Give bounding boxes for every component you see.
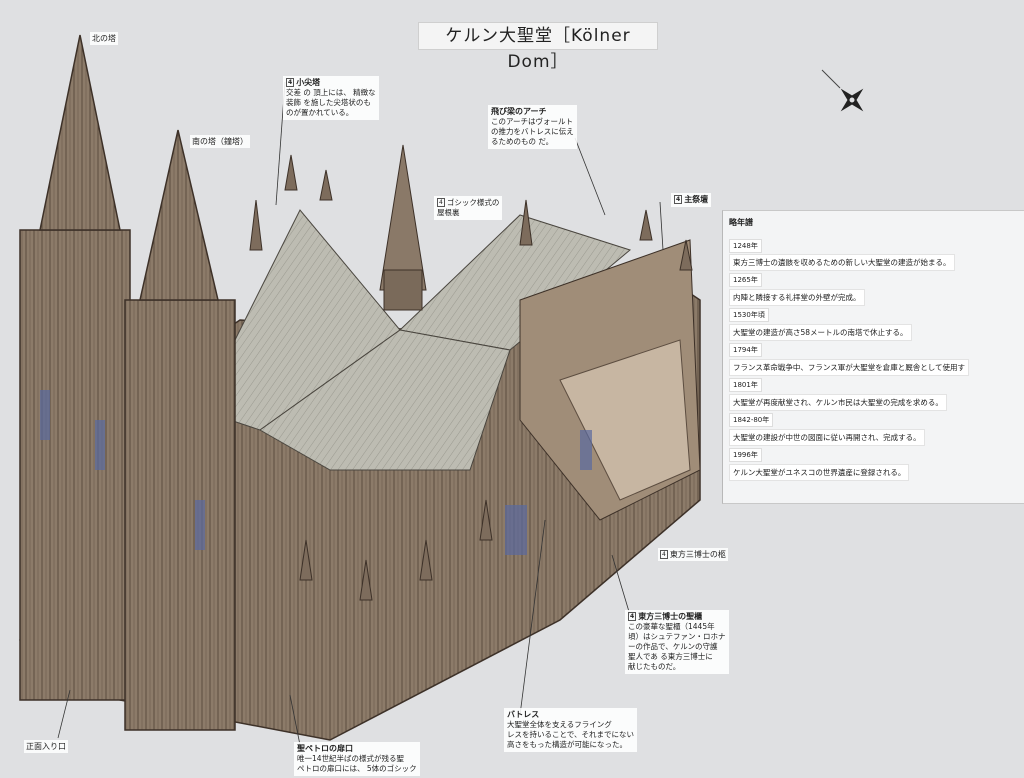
buttress-line-1: 大聖堂全体を支えるフライング <box>507 720 612 729</box>
timeline-year: 1842-80年 <box>729 413 774 427</box>
st-peter-portal-callout: 聖ペトロの扉口 唯一14世紀半ばの様式が残る聖 ペトロの扉口には、 5体のゴシッ… <box>294 742 420 776</box>
leader-lines <box>57 81 664 746</box>
badge: 4 <box>628 612 637 621</box>
south-tower <box>124 129 236 731</box>
st-peter-portal-head: 聖ペトロの扉口 <box>297 744 353 753</box>
buttress-line-2: レスを持いることで、それまでにない <box>507 730 634 739</box>
badge: 4 <box>286 78 295 87</box>
choir-interior-floor <box>559 339 691 501</box>
timeline-text: 東方三博士の遺骸を収めるための新しい大聖堂の建造が始まる。 <box>729 254 955 271</box>
st-peter-portal-line-1: 唯一14世紀半ばの様式が残る聖 <box>297 754 405 763</box>
stained-glass-windows <box>40 390 592 555</box>
buttress-callout: バトレス 大聖堂全体を支えるフライング レスを持いることで、それまでにない 高さ… <box>504 708 637 752</box>
reliquary-line-2: 頃）はシュテファン・ロホナ <box>628 632 726 641</box>
page-title: ケルン大聖堂［Kölner Dom］ <box>418 22 658 72</box>
timeline-year: 1801年 <box>729 378 762 392</box>
timeline-year: 1265年 <box>729 273 762 287</box>
badge: 4 <box>674 195 683 204</box>
reliquary-title: 東方三博士の聖櫃 <box>638 612 703 621</box>
timeline-year: 1530年頃 <box>729 308 769 322</box>
flying-arch-head: 飛び梁のアーチ <box>491 107 547 116</box>
timeline-year: 1248年 <box>729 239 762 253</box>
flying-arch-line-2: の推力をバトレスに伝え <box>491 127 574 136</box>
transept-roof <box>259 329 511 471</box>
timeline-text: 大聖堂が再度献堂され、ケルン市民は大聖堂の完成を求める。 <box>729 394 947 411</box>
reliquary-line-3: ーの作品で、ケルンの守護 <box>628 642 718 651</box>
north-tower <box>19 34 131 701</box>
timeline-panel: 略年譜 1248年 東方三博士の遺骸を収めるための新しい大聖堂の建造が始まる。 … <box>722 210 1024 504</box>
timeline-year: 1794年 <box>729 343 762 357</box>
small-tower-line-1: 交差 の 頂上には、 精緻な <box>286 88 376 97</box>
choir-title: 主祭壇 <box>684 195 709 204</box>
small-tower-line-3: のが置かれている。 <box>286 108 354 117</box>
crossing-spire <box>379 144 427 291</box>
buttress-line-3: 高さをもった構造が可能になった。 <box>507 740 627 749</box>
flying-arch-callout: 飛び梁のアーチ このアーチはヴォールト の推力をバトレスに伝え るためのもの だ… <box>488 105 577 149</box>
flying-arch-line-3: るためのもの だ。 <box>491 137 554 146</box>
timeline-text: フランス革命戦争中、フランス軍が大聖堂を倉庫と厩舎として使用す <box>729 359 969 376</box>
timeline-title: 略年譜 <box>729 218 753 227</box>
timeline-text: 大聖堂の建造が高さ58メートルの南塔で休止する。 <box>729 324 912 341</box>
timeline-text: 大聖堂の建設が中世の図面に従い再開され、完成する。 <box>729 429 925 446</box>
south-tower-label: 南の塔（鐘塔） <box>190 135 250 148</box>
reliquary-line-4: 聖人であ る東方三博士に <box>628 652 713 661</box>
north-tower-label: 北の塔 <box>90 32 118 45</box>
nave-pinnacles <box>249 154 693 601</box>
south-entrance-label: 正面入り口 <box>24 740 68 753</box>
reliquary-line-5: 献じたものだ。 <box>628 662 681 671</box>
buttress-head: バトレス <box>507 710 540 719</box>
small-tower-title: 小尖塔 <box>296 78 321 87</box>
gothic-roof-line-1-text: ゴシック様式の <box>446 198 500 207</box>
timeline-year: 1996年 <box>729 448 762 462</box>
badge: 4 <box>660 550 668 559</box>
flying-arch-line-1: このアーチはヴォールト <box>491 117 574 126</box>
shrine-label-text: 東方三博士の柩 <box>669 550 726 559</box>
badge: 4 <box>437 198 445 207</box>
st-peter-portal-line-2: ペトロの扉口には、 5体のゴシック <box>297 764 417 773</box>
timeline-text: ケルン大聖堂がユネスコの世界遺産に登録される。 <box>729 464 910 481</box>
crossing-spire-base <box>383 269 423 311</box>
small-tower-line-2: 装飾 を施した尖塔状のも <box>286 98 371 107</box>
reliquary-line-1: この豪華な聖櫃（1445年 <box>628 622 715 631</box>
gothic-roof-line-2: 屋根裏 <box>437 208 460 217</box>
timeline-text: 内陣と隣接する礼拝堂の外壁が完成。 <box>729 289 865 306</box>
